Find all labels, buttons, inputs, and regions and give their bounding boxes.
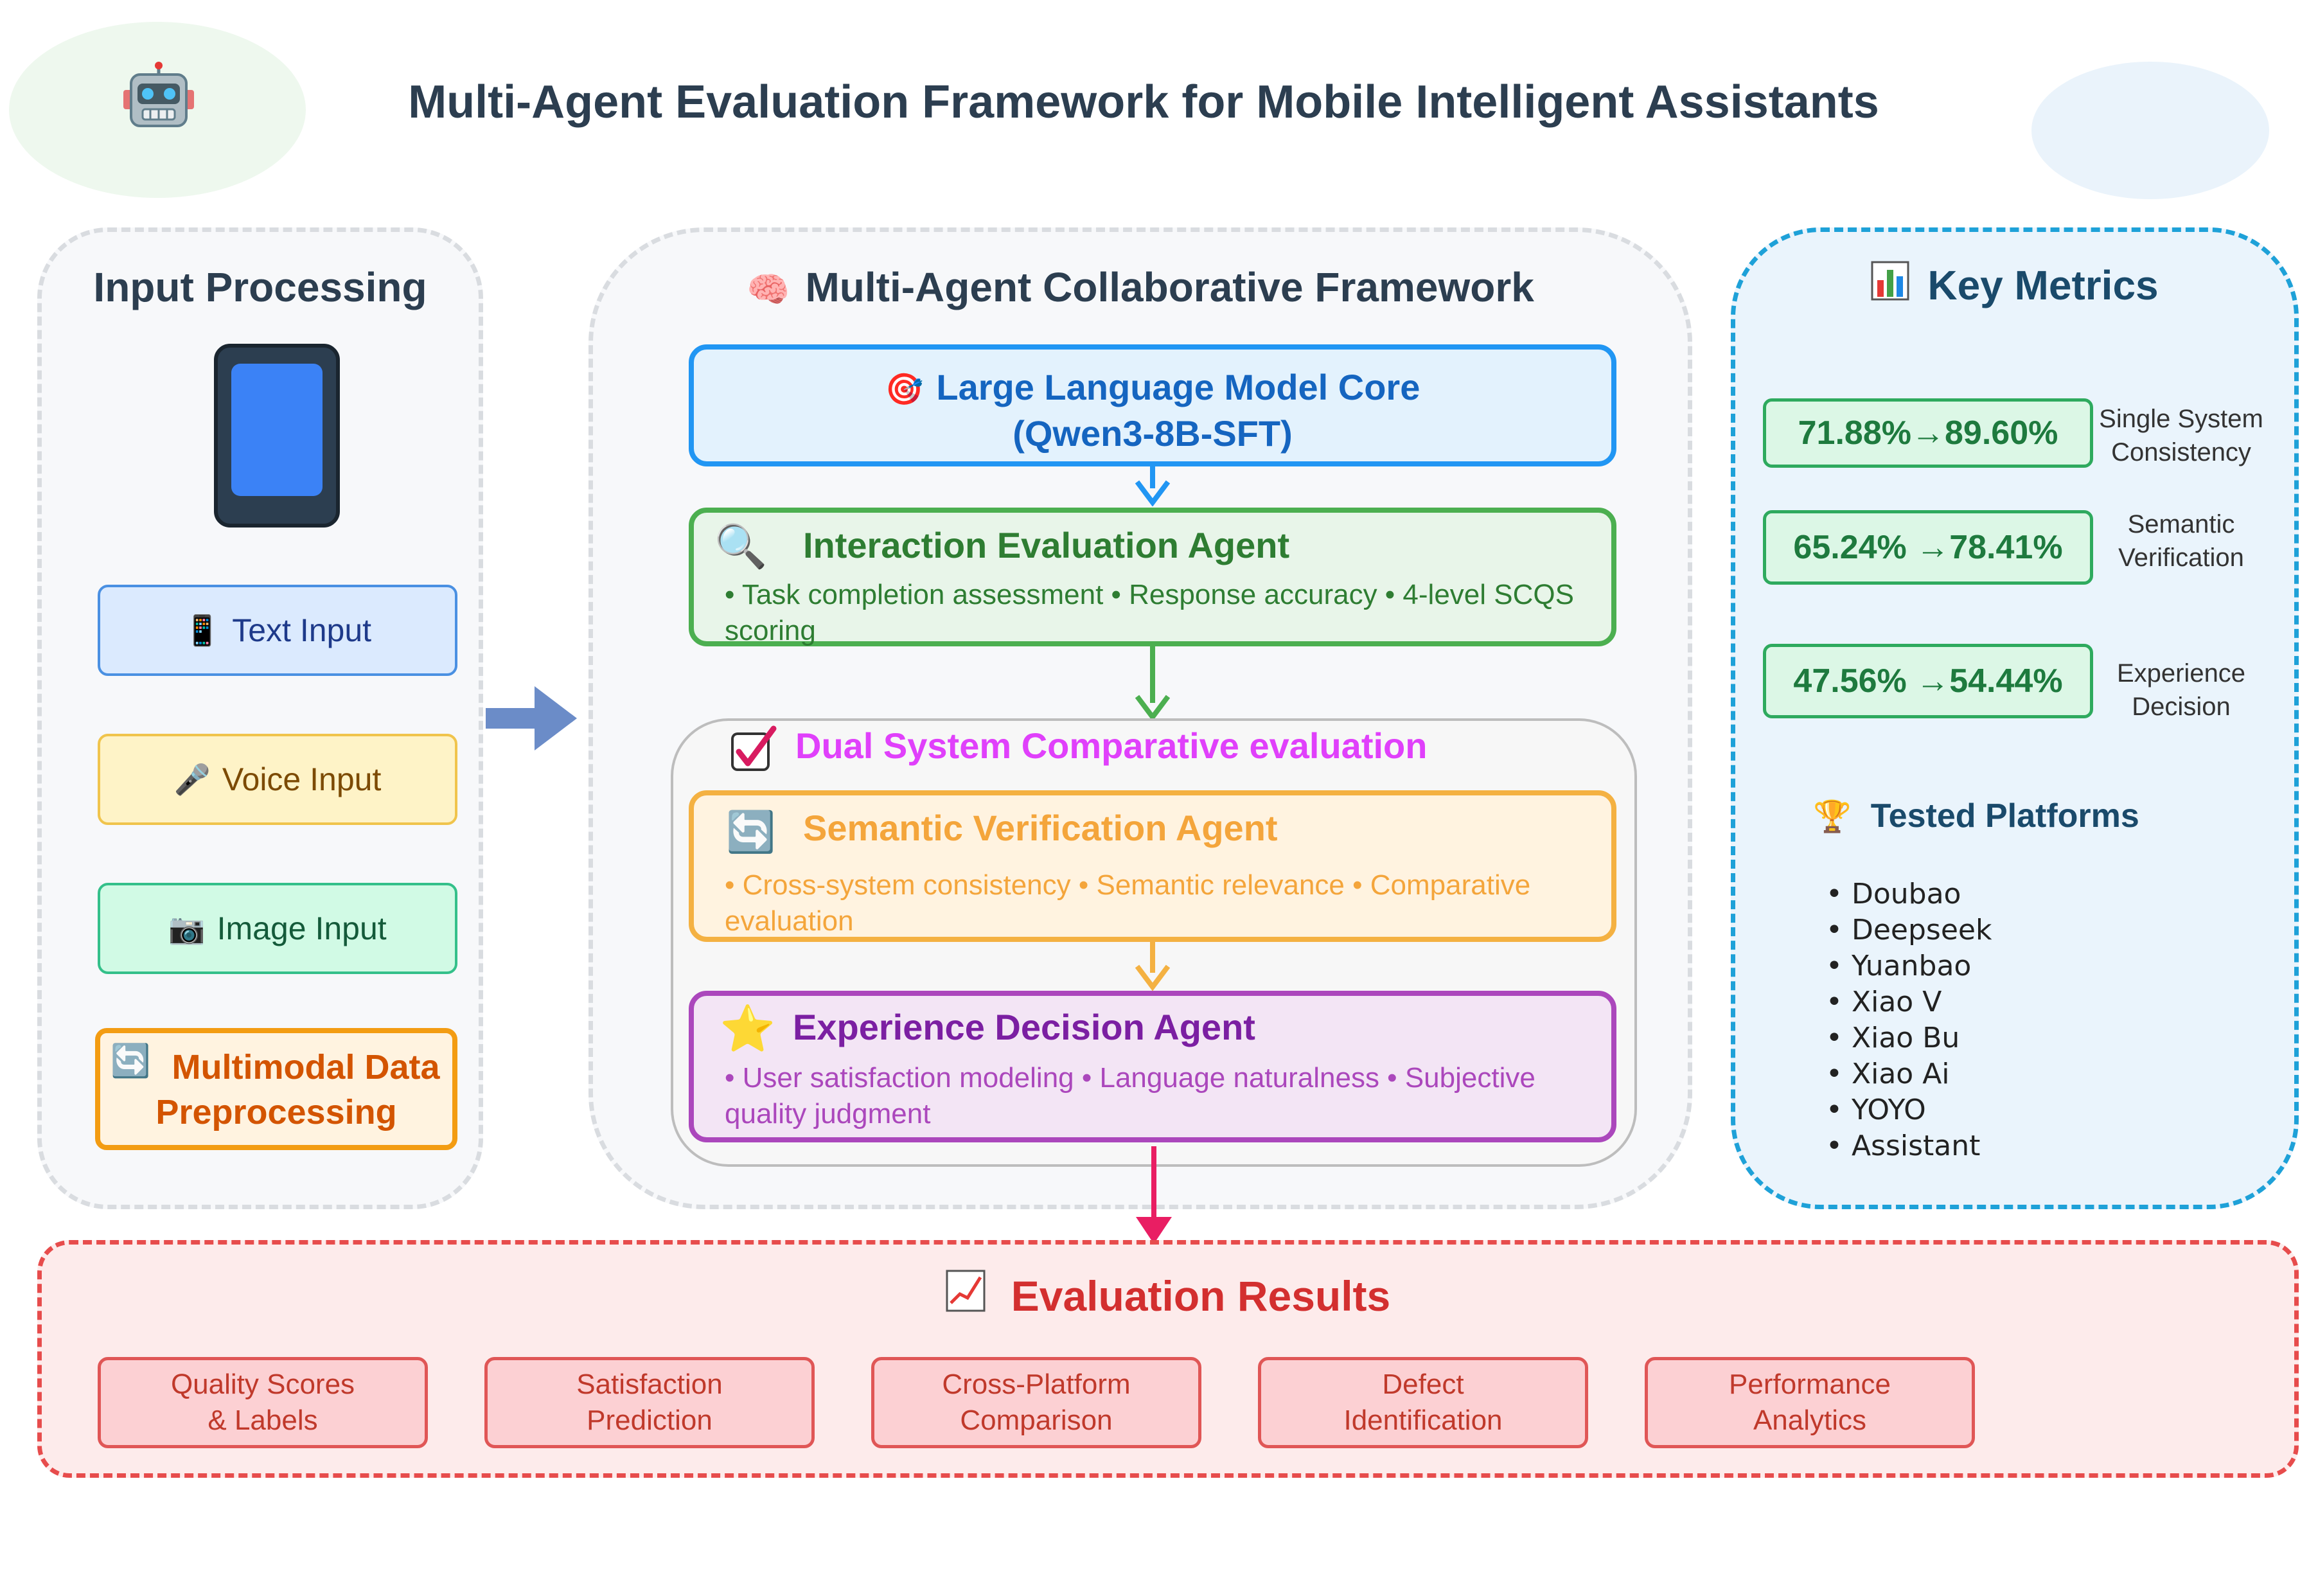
decor-blob-right <box>2031 62 2269 199</box>
magnifier-icon: 🔍 <box>714 522 768 571</box>
evaluation-results-heading: Evaluation Results <box>37 1270 2299 1320</box>
preprocess-label-line1: Multimodal Data <box>172 1048 440 1086</box>
result-line1: Satisfaction <box>576 1369 723 1400</box>
platform-name: Xiao Bu <box>1851 1022 1960 1054</box>
target-icon: 🎯 <box>885 371 924 407</box>
result-quality-scores: Quality Scores & Labels <box>98 1357 428 1448</box>
metric-label-1-line1: Single System <box>2099 405 2263 433</box>
platform-item: • Yuanbao <box>1826 950 1972 982</box>
semantic-agent-title: Semantic Verification Agent <box>803 808 1278 848</box>
metric-label-3-line2: Decision <box>2132 693 2231 721</box>
text-input-box[interactable]: 📱 Text Input <box>98 585 457 676</box>
llm-core-title: Large Language Model Core <box>936 367 1420 407</box>
microphone-icon: 🎤 <box>173 761 211 797</box>
llm-core-line1: 🎯 Large Language Model Core <box>694 366 1611 408</box>
metric-value-3: 47.56% →54.44% <box>1763 644 2093 718</box>
refresh-icon: 🔄 <box>726 808 776 855</box>
llm-core-box: 🎯 Large Language Model Core (Qwen3-8B-SFT… <box>689 344 1616 466</box>
platform-name: Deepseek <box>1851 914 1992 946</box>
flow-arrow-right <box>486 686 577 750</box>
image-input-label: Image Input <box>217 910 387 946</box>
evaluation-results-title: Evaluation Results <box>1011 1272 1391 1320</box>
checkmark-icon <box>731 725 777 771</box>
preprocess-label-line2: Preprocessing <box>155 1093 397 1131</box>
result-line1: Quality Scores <box>170 1369 355 1400</box>
platform-item: • Xiao V <box>1826 986 1942 1018</box>
interaction-agent-box: 🔍 Interaction Evaluation Agent • Task co… <box>689 508 1616 646</box>
arrow-interaction-to-dual <box>1135 646 1171 721</box>
platform-item: • Xiao Bu <box>1826 1022 1960 1054</box>
tested-platforms-title: Tested Platforms <box>1870 797 2139 835</box>
platform-name: Yuanbao <box>1851 950 1972 982</box>
smartphone-icon <box>214 344 340 528</box>
result-line2: Analytics <box>1753 1405 1867 1436</box>
mobile-phone-icon: 📱 <box>183 612 221 648</box>
platform-name: Assistant <box>1851 1130 1981 1162</box>
metric-label-1: Single System Consistency <box>2091 402 2272 469</box>
metric-label-3: Experience Decision <box>2091 657 2272 723</box>
multimodal-preprocessing-box: 🔄 Multimodal Data Preprocessing <box>95 1028 457 1150</box>
metric-label-1-line2: Consistency <box>2111 438 2251 466</box>
voice-input-box[interactable]: 🎤 Voice Input <box>98 734 457 825</box>
voice-input-label: Voice Input <box>222 761 382 797</box>
result-line1: Performance <box>1729 1369 1891 1400</box>
key-metrics-title: Key Metrics <box>1731 261 2299 309</box>
experience-agent-title: Experience Decision Agent <box>793 1007 1255 1047</box>
interaction-agent-desc: • Task completion assessment • Response … <box>725 579 1574 646</box>
llm-core-line2: (Qwen3-8B-SFT) <box>1013 413 1293 454</box>
metric-label-2-line2: Verification <box>2118 544 2244 572</box>
image-input-box[interactable]: 📷 Image Input <box>98 883 457 974</box>
brain-icon: 🧠 <box>747 269 790 310</box>
framework-title: 🧠 Multi-Agent Collaborative Framework <box>588 263 1692 311</box>
star-icon: ⭐ <box>720 1002 776 1055</box>
semantic-agent-box: 🔄 Semantic Verification Agent • Cross-sy… <box>689 790 1616 942</box>
metric-label-2-line1: Semantic <box>2127 510 2235 538</box>
platform-item: • Xiao Ai <box>1826 1058 1950 1090</box>
chart-increasing-icon <box>946 1270 986 1312</box>
bar-chart-icon <box>1871 261 1909 301</box>
key-metrics-panel <box>1731 227 2299 1209</box>
platform-item: • Deepseek <box>1826 914 1992 946</box>
framework-title-text: Multi-Agent Collaborative Framework <box>805 264 1534 310</box>
semantic-agent-desc: • Cross-system consistency • Semantic re… <box>725 869 1531 937</box>
result-line1: Defect <box>1382 1369 1464 1400</box>
result-line2: Identification <box>1343 1405 1503 1436</box>
platform-name: Xiao V <box>1851 986 1942 1018</box>
platform-item: • YOYO <box>1826 1094 1926 1126</box>
dual-system-title: Dual System Comparative evaluation <box>795 725 1428 766</box>
experience-agent-desc: • User satisfaction modeling • Language … <box>725 1062 1535 1130</box>
page-title: Multi-Agent Evaluation Framework for Mob… <box>408 76 1879 128</box>
key-metrics-title-text: Key Metrics <box>1927 262 2159 308</box>
text-input-label: Text Input <box>232 612 372 648</box>
interaction-agent-title: Interaction Evaluation Agent <box>803 525 1290 565</box>
platform-name: YOYO <box>1851 1094 1926 1126</box>
metric-value-2: 65.24% →78.41% <box>1763 510 2093 585</box>
trophy-icon: 🏆 <box>1813 799 1852 835</box>
result-line2: Comparison <box>960 1405 1113 1436</box>
arrow-llm-to-interaction <box>1135 466 1171 506</box>
arrow-to-results <box>1136 1146 1172 1244</box>
robot-icon <box>123 62 194 127</box>
result-line1: Cross-Platform <box>942 1369 1131 1400</box>
experience-agent-box: ⭐ Experience Decision Agent • User satis… <box>689 991 1616 1142</box>
arrow-semantic-to-experience <box>1135 942 1171 991</box>
refresh-icon: 🔄 <box>111 1042 151 1079</box>
result-line2: & Labels <box>208 1405 318 1436</box>
platform-item: • Assistant <box>1826 1130 1981 1162</box>
camera-icon: 📷 <box>168 910 206 946</box>
metric-label-2: Semantic Verification <box>2091 508 2272 574</box>
metric-value-1: 71.88%→89.60% <box>1763 398 2093 468</box>
result-line2: Prediction <box>587 1405 712 1436</box>
tested-platforms-heading: 🏆 Tested Platforms <box>1813 797 2139 835</box>
input-processing-title: Input Processing <box>93 264 427 310</box>
platform-name: Doubao <box>1851 878 1961 910</box>
metric-label-3-line1: Experience <box>2116 659 2246 687</box>
platform-name: Xiao Ai <box>1851 1058 1950 1090</box>
platform-item: • Doubao <box>1826 878 1961 910</box>
